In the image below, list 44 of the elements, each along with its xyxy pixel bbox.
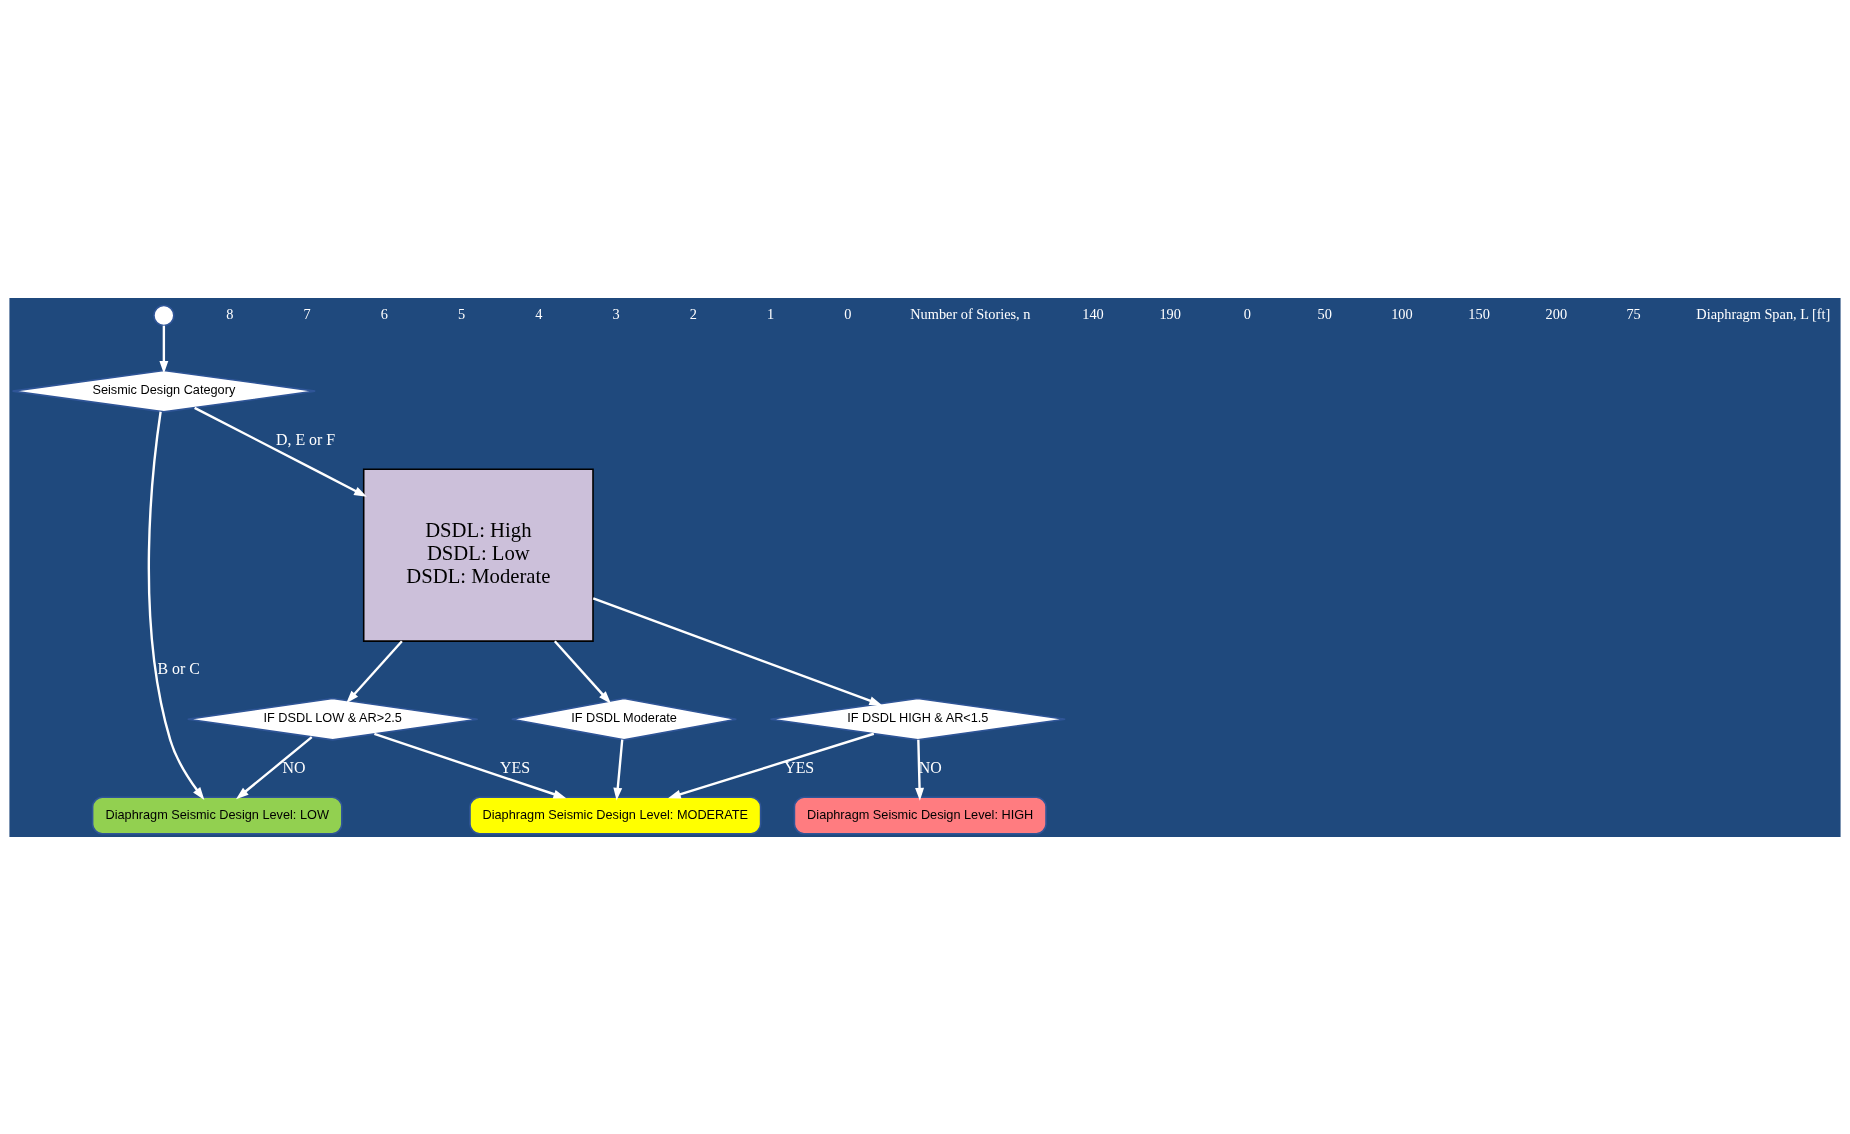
node-diamond: IF DSDL Moderate xyxy=(511,697,738,741)
node-circle xyxy=(153,304,175,326)
label: 100 xyxy=(1391,305,1413,322)
label: 190 xyxy=(1159,305,1181,322)
label: 140 xyxy=(1082,305,1104,322)
label: 0 xyxy=(844,305,852,322)
label: 5 xyxy=(458,305,466,322)
label: 0 xyxy=(1243,305,1252,322)
arrow xyxy=(346,639,403,703)
edge-label: B or C xyxy=(157,659,200,677)
label: Number of Stories, n xyxy=(910,305,1031,322)
label: 75 xyxy=(1626,305,1641,322)
edge-label: D, E or F xyxy=(275,429,336,447)
label: 2 xyxy=(689,305,697,322)
arrow xyxy=(374,732,567,798)
node-diamond: Seismic Design Category xyxy=(11,369,316,413)
label: 1 xyxy=(766,305,775,322)
edge-label: YES xyxy=(499,758,531,776)
node-box: Diaphragm Seismic Design Level: MODERATE xyxy=(469,795,762,835)
edge-label: NO xyxy=(918,758,942,776)
edge-label: NO xyxy=(282,758,306,776)
node-box: Diaphragm Seismic Design Level: LOW xyxy=(91,795,343,835)
node-box: DSDL: High DSDL: Low DSDL: Moderate xyxy=(362,467,594,642)
label: 200 xyxy=(1545,305,1568,322)
node-diamond: IF DSDL LOW & AR>2.5 xyxy=(186,697,479,741)
node-box: Diaphragm Seismic Design Level: HIGH xyxy=(793,795,1047,835)
arrow xyxy=(613,739,624,801)
arrow xyxy=(194,406,367,497)
arrow xyxy=(553,639,612,704)
label: 50 xyxy=(1317,305,1332,322)
label: 6 xyxy=(380,305,388,322)
arrow xyxy=(147,411,205,800)
edge-label: YES xyxy=(784,758,815,776)
arrow xyxy=(668,732,875,799)
label: 4 xyxy=(535,305,543,322)
arrow xyxy=(592,596,883,705)
arrow xyxy=(915,739,924,801)
label: 8 xyxy=(226,305,234,322)
label: 3 xyxy=(612,305,620,322)
arrow xyxy=(235,735,313,799)
label: Diaphragm Span, L [ft] xyxy=(1696,305,1831,322)
arrow xyxy=(159,325,169,374)
label: 7 xyxy=(303,305,311,322)
label: 150 xyxy=(1468,305,1490,322)
